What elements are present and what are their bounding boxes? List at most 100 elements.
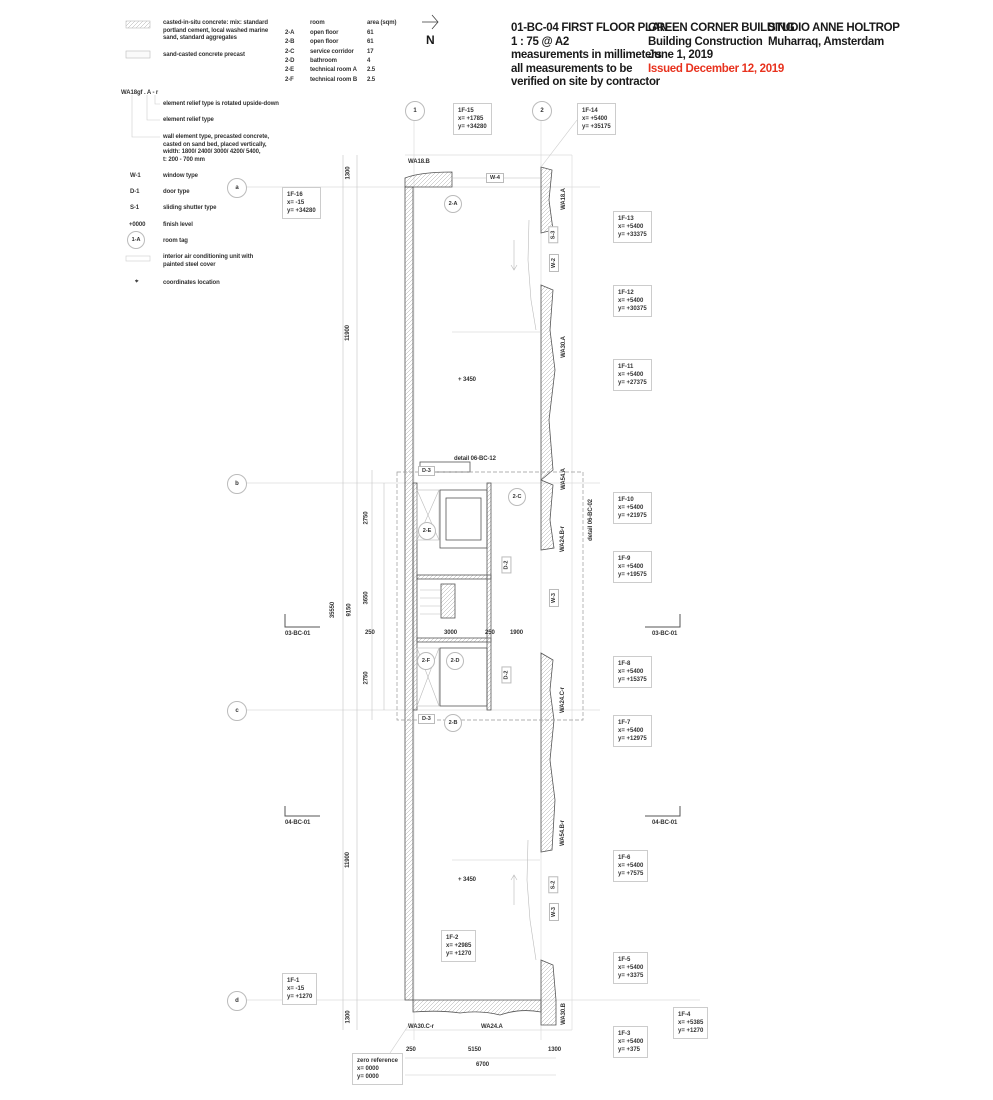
dimension-horizontal: 250 <box>406 1047 416 1053</box>
grid-tag-b: b <box>227 474 247 494</box>
element-tag: D-2 <box>501 666 512 684</box>
legend-finish-label: finish level <box>163 222 193 228</box>
room-code: 2-F <box>285 76 294 83</box>
coordinate-x: x= 0000 <box>357 1066 379 1072</box>
coordinate-x: x= -15 <box>287 200 305 206</box>
legend-window-label: window type <box>163 173 198 179</box>
room-area: 61 <box>367 30 374 36</box>
room-tag: 2-A <box>444 195 462 213</box>
coordinate-id: 1F-8 <box>618 661 631 667</box>
coordinate-y: y= +1270 <box>678 1028 704 1034</box>
coordinate-x: x= +5400 <box>618 372 644 378</box>
finish-level: + 3450 <box>458 377 476 383</box>
dimension-vertical: 11900 <box>344 325 351 341</box>
coordinate-id: 1F-11 <box>618 364 634 370</box>
element-tag: W-3 <box>548 589 559 607</box>
legend-leaders <box>131 95 160 138</box>
walls <box>404 166 557 1026</box>
legend-ac: interior air conditioning unit with pain… <box>163 254 253 269</box>
coordinate-y: y= +7575 <box>618 871 644 877</box>
grid-tag-col2: 2 <box>532 101 552 121</box>
coordinate-x: x= +5400 <box>618 965 644 971</box>
coordinate-y: y= +35175 <box>582 124 611 130</box>
coordinate-id: 1F-2 <box>446 935 459 941</box>
dimension-horizontal: 5150 <box>468 1047 481 1053</box>
room-tag: 2-B <box>444 714 462 732</box>
north-label: N <box>426 33 435 47</box>
room-area: 61 <box>367 39 374 46</box>
coordinate-id: 1F-6 <box>618 855 631 861</box>
wall-label: WA18.B <box>408 159 430 165</box>
coordinate-id: 1F-4 <box>678 1012 691 1018</box>
room-name: technical room B <box>310 76 358 83</box>
dimension-horizontal: 3000 <box>444 630 457 636</box>
wall-label: WA54.A <box>560 468 567 490</box>
room-area: 4 <box>367 57 371 64</box>
dimension-vertical: 2750 <box>363 511 370 525</box>
legend-door-label: door type <box>163 189 190 195</box>
element-tag: S-2 <box>548 876 559 894</box>
dimension-vertical: 3650 <box>363 591 370 605</box>
section-marker-label: 03-BC-01 <box>652 631 678 637</box>
note-verify-2: verified on site by contractor <box>511 76 660 88</box>
title-block-plan: 01-BC-04 FIRST FLOOR PLAN 1 : 75 @ A2 me… <box>511 22 668 90</box>
legend-relief: element relief type <box>163 117 214 123</box>
room-code: 2-E <box>285 67 295 74</box>
coordinate-x: x= +5400 <box>618 1039 644 1045</box>
legend-shutter-label: sliding shutter type <box>163 205 217 211</box>
dimension-vertical: 1300 <box>345 166 352 180</box>
section-marker-label: 03-BC-01 <box>285 631 311 637</box>
room-name: technical room A <box>310 67 357 74</box>
wall-label: WA30.C-r <box>408 1024 434 1030</box>
dimension-vertical: 1300 <box>345 1010 352 1024</box>
coordinate-x: x= +1785 <box>458 116 484 122</box>
title-block-studio: STUDIO ANNE HOLTROP Muharraq, Amsterdam <box>768 22 900 49</box>
title-block-project: GREEN CORNER BUILDING Building Construct… <box>648 22 795 76</box>
coordinate-id: 1F-3 <box>618 1031 631 1037</box>
grid-tag-a: a <box>227 178 247 198</box>
legend-text: interior air conditioning unit with <box>163 254 254 260</box>
dimension-lines <box>342 155 385 1030</box>
legend-rotated: element relief type is rotated upside-do… <box>163 101 279 107</box>
legend-text: width: 1800/ 2400/ 3000/ 4200/ 5400, <box>163 149 261 155</box>
legend-precast: sand-casted concrete precast <box>163 52 245 58</box>
room-code: 2-C <box>285 48 295 55</box>
room-code: 2-A <box>285 30 295 36</box>
room-tag: 2-D <box>446 652 464 670</box>
project-phase: Building Construction <box>648 35 763 48</box>
coordinate-id: 1F-15 <box>458 108 474 114</box>
element-tag: D-2 <box>501 556 512 574</box>
studio-name: STUDIO ANNE HOLTROP <box>768 22 900 34</box>
wall-label: WA30.B <box>560 1003 567 1025</box>
coordinate-x: x= +5385 <box>678 1020 704 1026</box>
coordinate-x: x= +5400 <box>618 224 644 230</box>
north-arrow-icon <box>422 14 439 30</box>
coordinate-y: y= +30375 <box>618 306 647 312</box>
legend-room-tag-symbol: 1-A <box>127 231 145 249</box>
legend-door-symbol: D-1 <box>130 189 140 195</box>
coordinate-y: y= +33375 <box>618 232 647 238</box>
coordinate-x: x= -15 <box>287 986 305 992</box>
room-name: bathroom <box>310 57 337 64</box>
coordinate-y: y= +12975 <box>618 736 647 742</box>
element-tag: W-2 <box>548 254 559 272</box>
grid-tag-c: c <box>227 701 247 721</box>
wall-label: WA54.B-r <box>559 820 566 846</box>
dimension-horizontal: 250 <box>485 630 495 636</box>
dimension-vertical: 11900 <box>344 852 351 868</box>
coordinate-leaders <box>389 119 578 1054</box>
coordinate-y: y= +34280 <box>287 208 316 214</box>
room-area: 17 <box>367 48 374 55</box>
coordinate-y: y= +15375 <box>618 677 647 683</box>
wall-label: WA24.B-r <box>559 526 566 552</box>
